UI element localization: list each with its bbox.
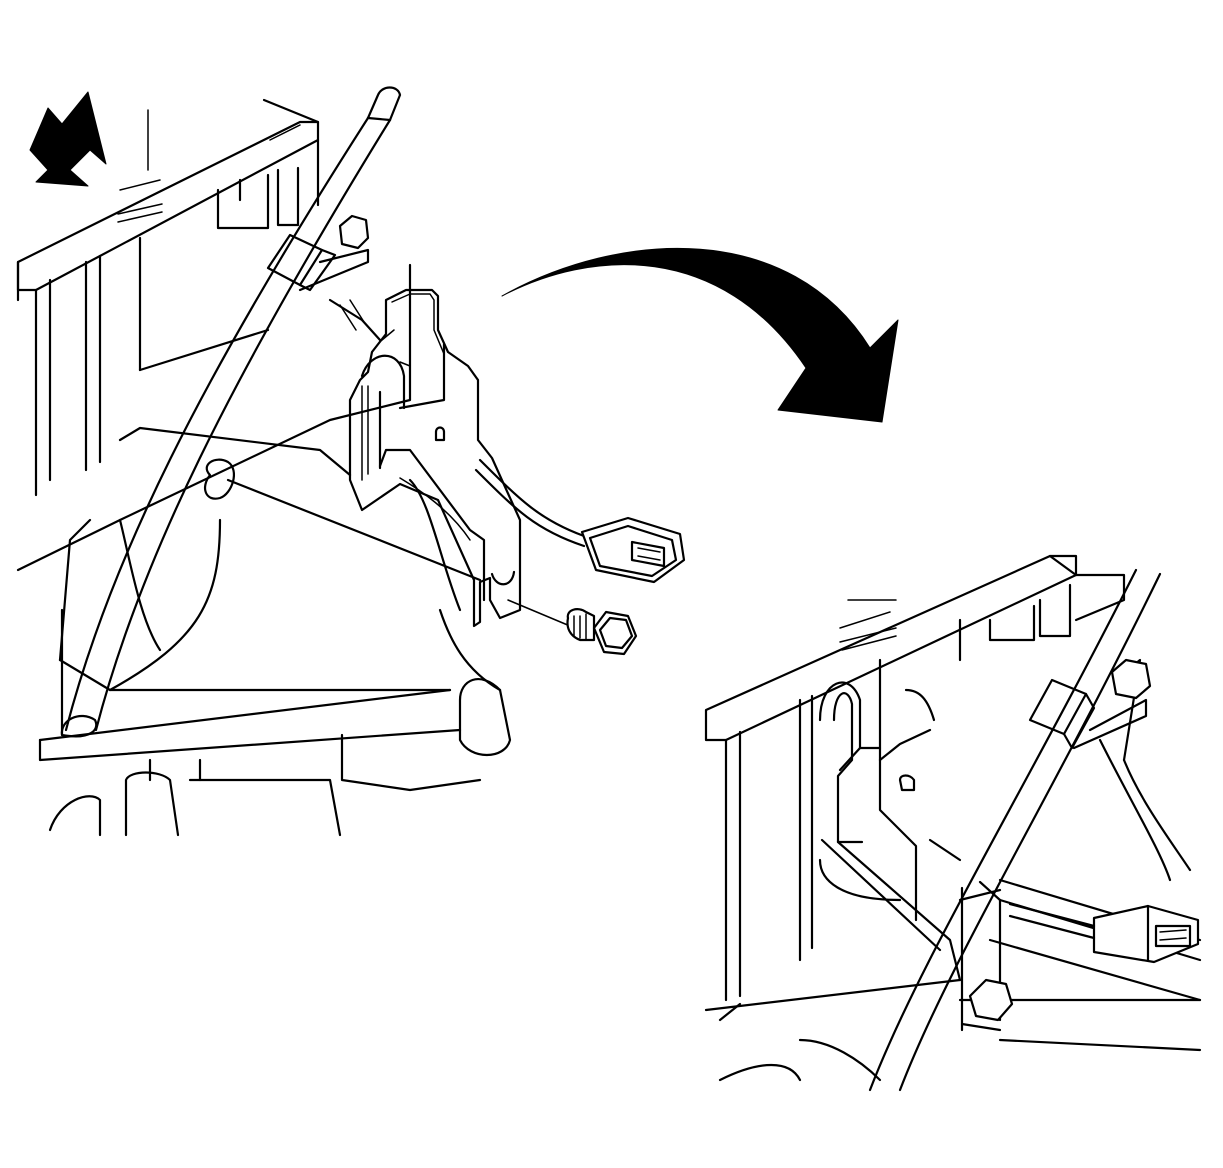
cable-rod: [868, 568, 1162, 1092]
direction-arrow-icon: [29, 91, 107, 187]
hex-bolt-icon: [1072, 658, 1152, 750]
hex-bolt-icon: [298, 214, 370, 292]
pigtail-wire: [474, 458, 586, 548]
electrical-connector-icon: [1008, 902, 1200, 964]
after-view: [704, 554, 1202, 1092]
hex-bolt-icon: [960, 978, 1014, 1032]
before-view: [16, 86, 899, 837]
rotation-arrow-icon: [501, 247, 899, 423]
housing-body: [16, 263, 512, 837]
mounting-bracket: [818, 658, 962, 982]
housing-frame: [16, 98, 320, 497]
hex-bolt-icon: [507, 599, 638, 656]
housing-frame: [704, 554, 1126, 1022]
mounting-bracket: [348, 288, 522, 628]
electrical-connector-icon: [580, 516, 686, 584]
